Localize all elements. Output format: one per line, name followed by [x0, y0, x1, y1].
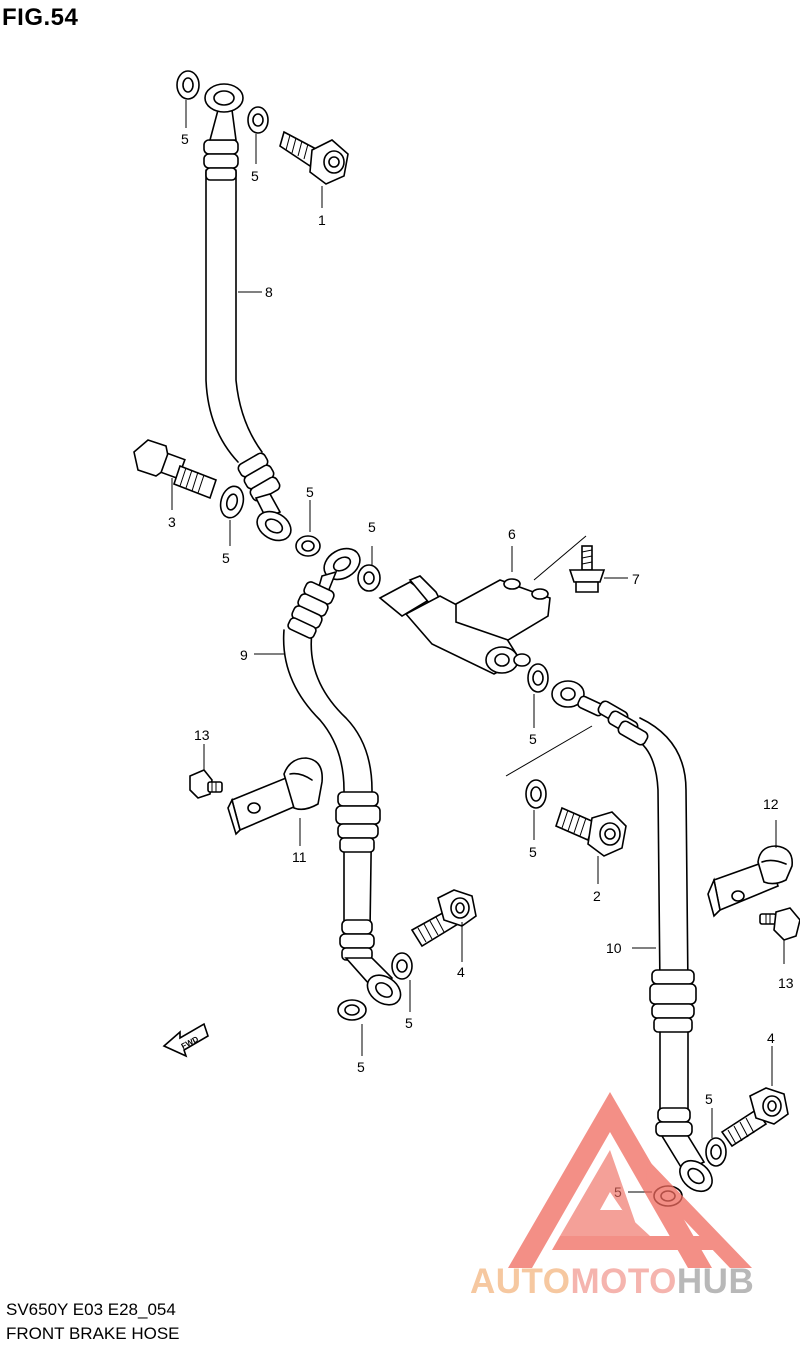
callout-13: 13 — [194, 727, 210, 743]
union-bolt-4 — [410, 889, 477, 948]
union-bolt-4 — [720, 1087, 789, 1148]
washer — [176, 70, 200, 100]
union-bolt-2 — [555, 806, 627, 857]
leader-lines — [171, 100, 785, 1193]
washer — [247, 106, 269, 134]
clamp-11 — [227, 757, 323, 836]
union-bolt-3 — [133, 439, 217, 500]
callout-5: 5 — [357, 1059, 365, 1075]
model-code: SV650Y E03 E28_054 — [6, 1300, 176, 1319]
callout-3: 3 — [168, 514, 176, 530]
callout-7: 7 — [632, 571, 640, 587]
washer — [527, 663, 549, 693]
callout-8: 8 — [265, 284, 273, 300]
washer — [219, 485, 245, 519]
clamp-12 — [707, 845, 793, 918]
callout-12: 12 — [763, 796, 779, 812]
watermark-text: AUTOMOTOHUB — [470, 1262, 754, 1302]
hose-9 — [282, 547, 402, 1006]
callout-13: 13 — [778, 975, 794, 991]
callout-11: 11 — [292, 849, 307, 865]
washer — [525, 779, 547, 809]
callout-5: 5 — [529, 731, 537, 747]
callout-4: 4 — [457, 964, 465, 980]
forward-arrow-icon: FWD — [162, 1022, 209, 1058]
part-name: FRONT BRAKE HOSE — [6, 1324, 180, 1343]
figure-title: FIG.54 — [2, 4, 79, 31]
callout-10: 10 — [606, 940, 622, 956]
washer — [391, 952, 413, 980]
callout-5: 5 — [368, 519, 376, 535]
watermark-part-hub: HUB — [676, 1262, 755, 1301]
callout-5: 5 — [251, 168, 259, 184]
washer — [337, 999, 367, 1021]
callout-4: 4 — [767, 1030, 775, 1046]
callout-9: 9 — [240, 647, 248, 663]
callout-labels: 5 5 1 8 3 5 5 5 6 7 9 5 13 12 5 11 2 10 … — [168, 131, 794, 1200]
callout-6: 6 — [508, 526, 516, 542]
bolt-7 — [568, 545, 606, 593]
washer — [705, 1137, 727, 1167]
watermark-part-moto: MOTO — [570, 1262, 677, 1301]
callout-5: 5 — [181, 131, 189, 147]
bolt-13 — [189, 769, 223, 799]
callout-5: 5 — [306, 484, 314, 500]
callout-5: 5 — [405, 1015, 413, 1031]
callout-1: 1 — [318, 212, 326, 228]
hose-8 — [203, 83, 292, 542]
watermark-part-auto: AUTO — [470, 1262, 571, 1301]
callout-5: 5 — [529, 844, 537, 860]
bolt-13 — [759, 907, 800, 941]
washer — [295, 535, 321, 557]
leader-line — [505, 725, 593, 777]
brake-hose-joint-6 — [378, 575, 551, 675]
callout-5: 5 — [222, 550, 230, 566]
washer — [357, 564, 381, 592]
callout-5: 5 — [705, 1091, 713, 1107]
leader-line — [533, 535, 587, 581]
callout-2: 2 — [593, 888, 601, 904]
hose-10 — [551, 680, 713, 1193]
watermark-logo-icon — [508, 1092, 752, 1268]
union-bolt-1 — [279, 130, 349, 185]
